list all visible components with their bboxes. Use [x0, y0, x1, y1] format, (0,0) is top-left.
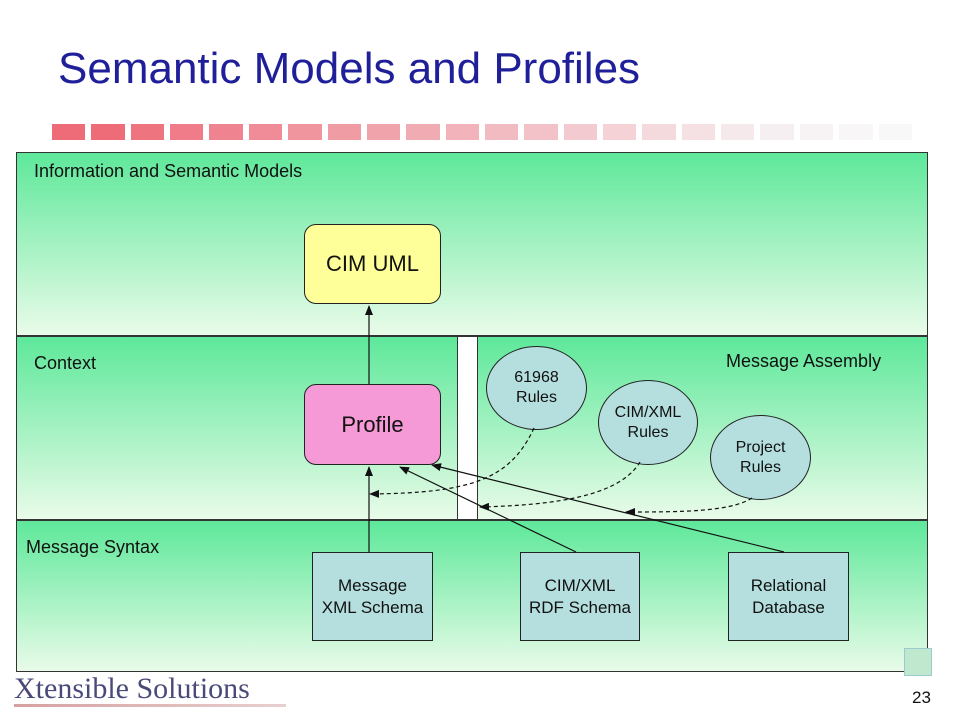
message-assembly-label: Message Assembly	[726, 351, 882, 371]
cimxml-rdf-schema-line1: CIM/XML	[544, 575, 616, 595]
stripe-segment	[445, 124, 479, 140]
stripe-segment	[603, 124, 637, 140]
stripe-segment	[248, 124, 283, 140]
message-xml-schema-line1: Message	[338, 575, 407, 595]
stripe-segment	[366, 124, 401, 140]
project-rules-node: Project Rules	[710, 415, 811, 500]
cim-uml-box: CIM UML	[304, 224, 441, 304]
stripe-segment	[209, 124, 243, 140]
corner-decoration	[904, 648, 932, 676]
cimxml-rules-line1: CIM/XML	[614, 403, 682, 421]
message-syntax-label: Message Syntax	[26, 537, 160, 557]
rules-61968-line2: Rules	[516, 389, 557, 406]
stripe-segment	[681, 124, 716, 140]
message-xml-schema-box: Message XML Schema	[312, 552, 433, 641]
relational-database-line2: Database	[752, 597, 825, 617]
stripe-segment	[878, 124, 912, 140]
project-rules-line1: Project	[735, 438, 786, 456]
stripe-segment	[839, 124, 873, 140]
stripe-segment	[760, 124, 794, 140]
stripe-segment	[563, 124, 598, 140]
stripe-segment	[91, 124, 125, 140]
decorative-stripe	[52, 124, 912, 140]
project-rules-line2: Rules	[740, 458, 781, 476]
stripe-segment	[52, 124, 86, 140]
information-layer	[16, 152, 928, 336]
page-number: 23	[912, 688, 931, 707]
cimxml-rules-node: CIM/XML Rules	[598, 380, 698, 465]
rules-61968-node: 61968 Rules	[486, 346, 587, 430]
stripe-segment	[406, 124, 440, 140]
stripe-segment	[288, 124, 322, 140]
relational-database-box: Relational Database	[728, 552, 849, 641]
logo-underline	[14, 704, 286, 707]
slide-title: Semantic Models and Profiles	[58, 44, 641, 93]
relational-database-line1: Relational	[750, 575, 827, 595]
profile-box: Profile	[304, 384, 441, 465]
cimxml-rdf-schema-line2: RDF Schema	[528, 597, 632, 617]
message-xml-schema-line2: XML Schema	[321, 597, 424, 617]
company-logo: Xtensible Solutions	[14, 672, 250, 705]
context-layer-label: Context	[34, 353, 97, 373]
stripe-segment	[130, 124, 165, 140]
stripe-segment	[642, 124, 676, 140]
stripe-segment	[327, 124, 361, 140]
stripe-segment	[524, 124, 558, 140]
stripe-segment	[721, 124, 755, 140]
cimxml-rules-line2: Rules	[627, 423, 669, 441]
layer-divider	[457, 336, 478, 520]
information-layer-label: Information and Semantic Models	[34, 161, 303, 181]
rules-61968-line1: 61968	[514, 369, 559, 386]
cimxml-rdf-schema-box: CIM/XML RDF Schema	[520, 552, 640, 641]
stripe-segment	[170, 124, 204, 140]
stripe-segment	[484, 124, 519, 140]
stripe-segment	[799, 124, 834, 140]
